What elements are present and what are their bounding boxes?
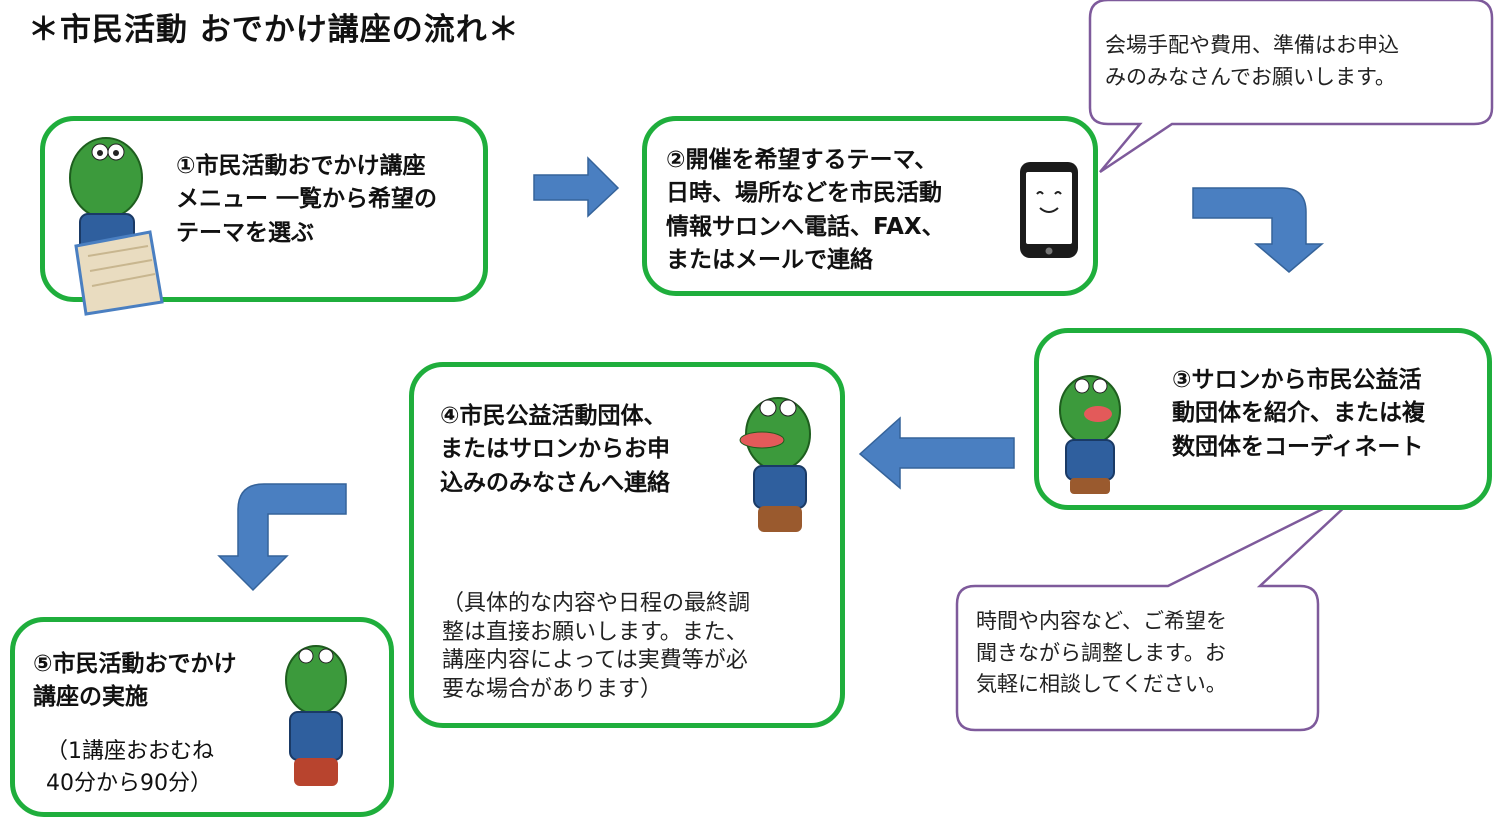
mascot-icon	[1059, 375, 1121, 494]
step-5-note: （1講座おおむね 40分から90分）	[46, 739, 214, 796]
step-5-text: ⑤市民活動おでかけ 講座の実施	[33, 651, 237, 711]
arrow-bend-down-left	[217, 483, 347, 592]
step-1-text: ①市民活動おでかけ講座 メニュー 一覧から希望の テーマを選ぶ	[176, 153, 438, 246]
step-4-text: ④市民公益活動団体、 またはサロンからお申 込みのみなさんへ連絡	[440, 403, 670, 496]
mascot-icon	[285, 645, 347, 786]
arrow-bend-down-right	[1192, 187, 1325, 273]
arrow-left	[858, 416, 1015, 490]
arrow-right	[533, 156, 620, 218]
speech-bubble-1-shape	[1088, 0, 1494, 174]
speech-bubble-2-shape	[955, 486, 1366, 732]
speech-bubble-1-text: 会場手配や費用、準備はお申込 みのみなさんでお願いします。	[1105, 33, 1399, 89]
mascot-icon	[69, 137, 164, 316]
step-4-note: （具体的な内容や日程の最終調 整は直接お願いします。また、 講座内容によっては実…	[442, 591, 751, 702]
smartphone-icon	[1020, 162, 1078, 258]
page-title: ＊市民活動 おでかけ講座の流れ＊	[28, 12, 520, 48]
mascot-icon	[739, 397, 811, 532]
speech-bubble-2-text: 時間や内容など、ご希望を 聞きながら調整します。お 気軽に相談してください。	[976, 609, 1227, 696]
step-2-box	[642, 116, 1098, 296]
step-2-text: ②開催を希望するテーマ、 日時、場所などを市民活動 情報サロンへ電話、FAX、 …	[666, 147, 945, 274]
step-3-text: ③サロンから市民公益活 動団体を紹介、または複 数団体をコーディネート	[1172, 367, 1425, 460]
